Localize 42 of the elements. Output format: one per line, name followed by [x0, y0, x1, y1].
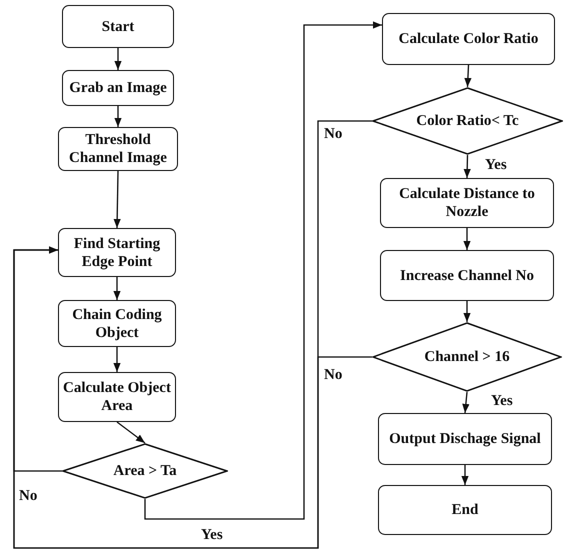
decision-diamond	[372, 87, 563, 155]
process-box	[58, 228, 176, 277]
process-box	[380, 250, 554, 301]
arrow	[461, 465, 469, 485]
arrow	[462, 392, 470, 414]
process-box	[58, 127, 178, 171]
arrow	[114, 106, 122, 127]
decision-diamond	[372, 322, 562, 392]
arrow	[464, 154, 471, 178]
step-text: Find Starting Edge Point	[72, 234, 162, 270]
step-text: Area > Ta	[112, 462, 178, 480]
arrow	[113, 347, 121, 372]
arrow	[113, 277, 121, 300]
step-text: Calculate Object Area	[62, 379, 172, 415]
arrow	[463, 228, 471, 250]
process-box	[380, 178, 554, 228]
process-box	[62, 70, 174, 106]
arrow	[114, 170, 121, 228]
process-box	[382, 13, 555, 65]
step-text: Channel > 16	[423, 348, 511, 366]
step-text: Output Dischage Signal	[388, 430, 542, 448]
arrow	[13, 246, 372, 549]
step-text: End	[450, 501, 480, 519]
process-box	[378, 485, 552, 535]
step-text: Grab an Image	[68, 79, 168, 97]
process-box	[58, 300, 176, 347]
step-text: Calculate Color Ratio	[398, 30, 540, 48]
step-text: Threshold Channel Image	[68, 131, 168, 167]
step-text: Increase Channel No	[399, 266, 535, 284]
process-box	[378, 413, 552, 465]
step-text: Calculate Distance to Nozzle	[398, 185, 536, 221]
arrow	[464, 64, 472, 88]
arrow	[144, 21, 382, 520]
step-text: Color Ratio< Tc	[415, 112, 520, 130]
process-box	[58, 372, 176, 422]
arrow	[463, 301, 471, 322]
arrow	[114, 48, 122, 70]
arrow	[116, 421, 146, 444]
process-box	[62, 5, 174, 48]
step-text: Start	[100, 18, 136, 36]
step-text: Chain Coding Object	[71, 306, 163, 342]
decision-diamond	[62, 443, 228, 499]
